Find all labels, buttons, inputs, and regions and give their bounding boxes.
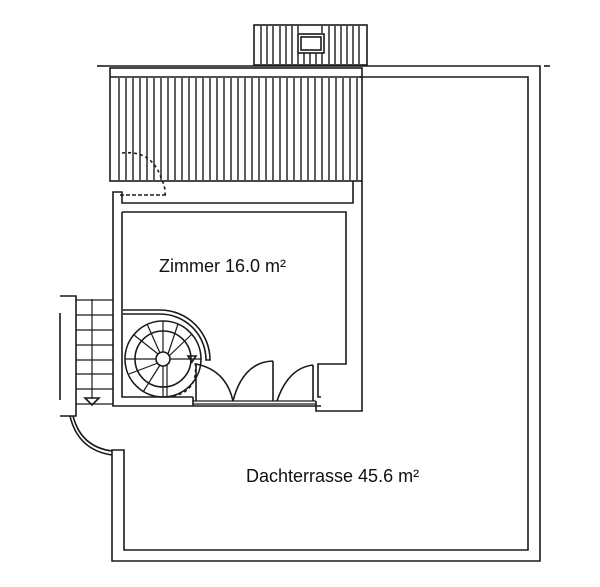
door-swing [121,151,166,196]
doors [195,360,314,402]
terrace-outline [97,65,550,562]
room-label-zimmer: Zimmer 16.0 m² [159,256,287,276]
hatched-roof [109,67,363,196]
stair-direction-arrow [186,355,198,364]
stair-direction-arrow-2 [83,397,101,407]
zimmer-walls [112,181,363,412]
spiral-stair [123,309,211,398]
dormer-hatched [253,24,368,66]
room-label-dachterrasse: Dachterrasse 45.6 m² [246,466,420,486]
straight-stair [59,295,113,456]
skylight-window [297,33,325,54]
